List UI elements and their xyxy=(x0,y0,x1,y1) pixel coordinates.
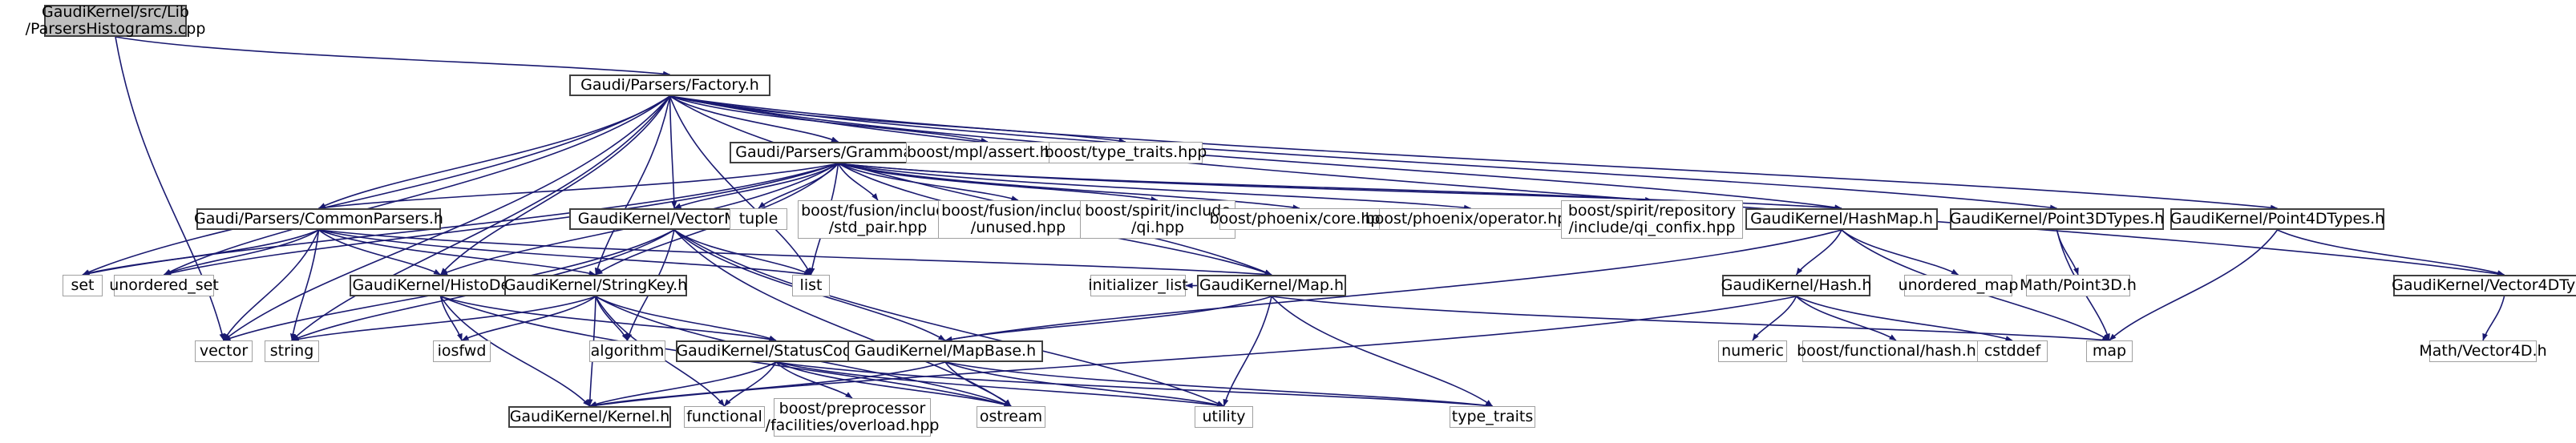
graph-edge-factory-to-vector4dtypes xyxy=(669,95,2505,277)
graph-node-list[interactable]: list xyxy=(792,275,830,296)
graph-edge-commonparsers-to-string xyxy=(289,229,320,341)
graph-node-cstddef[interactable]: cstddef xyxy=(1977,340,2048,362)
graph-node-phoenixoperator[interactable]: boost/phoenix/operator.hpp xyxy=(1365,208,1576,230)
graph-edge-factory-to-unordered_set xyxy=(164,95,670,276)
graph-edge-factory-to-mapheader xyxy=(669,95,1272,276)
graph-node-mathpoint3d[interactable]: Math/Point3D.h xyxy=(2020,275,2137,296)
graph-edge-factory-to-typetraitshpp xyxy=(669,95,1126,144)
graph-edge-factory-to-set xyxy=(82,95,670,276)
graph-node-set[interactable]: set xyxy=(63,275,103,296)
graph-node-hashmap[interactable]: GaudiKernel/HashMap.h xyxy=(1745,208,1938,230)
graph-edge-stringkey-to-algorithm xyxy=(595,296,629,341)
graph-edge-hashmap-to-unordered_map xyxy=(1841,229,1959,276)
graph-edge-commonparsers-to-histodef xyxy=(317,229,441,276)
graph-edge-mapheader-to-mapbase xyxy=(944,296,1272,342)
graph-edge-statuscode-to-overloadhpp xyxy=(775,361,853,399)
graph-edge-grammars-to-spiritqi xyxy=(838,163,1159,203)
graph-node-mapheader[interactable]: GaudiKernel/Map.h xyxy=(1197,275,1346,296)
graph-edge-factory-to-stringkey xyxy=(594,95,671,276)
graph-node-unordered_set[interactable]: unordered_set xyxy=(109,275,219,296)
graph-edge-commonparsers-to-list xyxy=(318,229,811,277)
graph-edge-vectormap-to-ostream xyxy=(673,229,1012,407)
graph-edge-stringkey-to-string xyxy=(291,296,596,342)
graph-edge-point4dtypes-to-vector4dtypes xyxy=(2277,229,2505,276)
graph-edge-hashheader-to-boostfuncthash xyxy=(1795,296,1897,341)
graph-node-tuple[interactable]: tuple xyxy=(730,208,787,230)
graph-edge-statuscode-to-kernelh xyxy=(589,361,777,407)
graph-edge-grammars-to-fusionstdpair xyxy=(837,163,879,201)
graph-node-mplassert[interactable]: boost/mpl/assert.hpp xyxy=(906,142,1070,163)
graph-node-mapstd[interactable]: map xyxy=(2086,340,2133,362)
graph-edge-root-to-factory xyxy=(115,36,670,77)
graph-edge-factory-to-commonparsers xyxy=(318,95,670,209)
graph-node-mathvector4d[interactable]: Math/Vector4D.h xyxy=(2419,340,2547,362)
graph-edge-stringkey-to-statuscode xyxy=(595,296,777,341)
graph-edge-hashheader-to-cstddef xyxy=(1796,296,2013,341)
graph-edge-mapbase-to-type_traits xyxy=(944,361,1493,409)
graph-node-iosfwd[interactable]: iosfwd xyxy=(433,340,491,362)
graph-edge-point3dtypes-to-mathpoint3d xyxy=(2056,229,2079,276)
graph-node-vector4dtypes[interactable]: GaudiKernel/Vector4DTypes.h xyxy=(2392,275,2576,296)
graph-edge-grammars-to-fusionunused xyxy=(838,163,1019,201)
graph-node-mapbase[interactable]: GaudiKernel/MapBase.h xyxy=(847,340,1043,362)
graph-node-point3dtypes[interactable]: GaudiKernel/Point3DTypes.h xyxy=(1950,208,2164,230)
graph-node-fusionunused[interactable]: boost/fusion/include /unused.hpp xyxy=(938,200,1098,239)
graph-edge-factory-to-mplassert xyxy=(669,95,989,143)
graph-node-algorithm[interactable]: algorithm xyxy=(589,340,665,362)
graph-node-fusionstdpair[interactable]: boost/fusion/include /std_pair.hpp xyxy=(798,200,958,239)
graph-node-phoenixcore[interactable]: boost/phoenix/core.hpp xyxy=(1210,208,1389,230)
graph-edge-grammars-to-commonparsers xyxy=(318,163,839,211)
graph-node-numeric[interactable]: numeric xyxy=(1718,340,1787,362)
graph-edge-vector4dtypes-to-mathvector4d xyxy=(2482,296,2505,341)
graph-node-typetraitshpp[interactable]: boost/type_traits.hpp xyxy=(1045,142,1207,163)
graph-edge-hashmap-to-mapbase xyxy=(944,229,1842,342)
graph-node-root[interactable]: GaudiKernel/src/Lib /ParsersHistograms.c… xyxy=(25,2,206,38)
graph-edge-histodef-to-iosfwd xyxy=(439,296,463,341)
graph-edge-hashmap-to-hashheader xyxy=(1795,229,1842,276)
graph-node-statuscode[interactable]: GaudiKernel/StatusCode.h xyxy=(676,340,876,362)
graph-edge-hashheader-to-numeric xyxy=(1752,296,1798,341)
graph-edge-commonparsers-to-set xyxy=(82,229,319,276)
graph-node-hashheader[interactable]: GaudiKernel/Hash.h xyxy=(1721,275,1871,296)
graph-node-string[interactable]: string xyxy=(265,340,319,362)
graph-edge-mapheader-to-type_traits xyxy=(1271,296,1493,407)
graph-edge-grammars-to-qiconfix xyxy=(838,163,1652,203)
graph-edge-mapbase-to-utility xyxy=(944,361,1224,408)
graph-edge-factory-to-list xyxy=(669,95,812,276)
graph-node-boostfuncthash[interactable]: boost/functional/hash.hpp xyxy=(1797,340,1996,362)
graph-edge-commonparsers-to-stringkey xyxy=(318,229,596,276)
graph-node-qiconfix[interactable]: boost/spirit/repository /include/qi_conf… xyxy=(1561,200,1743,239)
graph-node-functional[interactable]: functional xyxy=(684,406,765,428)
graph-node-overloadhpp[interactable]: boost/preprocessor /facilities/overload.… xyxy=(766,398,939,437)
graph-node-vector[interactable]: vector xyxy=(195,340,253,362)
graph-edge-stringkey-to-iosfwd xyxy=(461,296,596,341)
graph-node-initializer_list[interactable]: initializer_list xyxy=(1088,275,1188,296)
graph-node-utility[interactable]: utility xyxy=(1195,406,1253,428)
graph-edge-mapheader-to-utility xyxy=(1223,296,1272,407)
graph-node-factory[interactable]: Gaudi/Parsers/Factory.h xyxy=(569,75,770,96)
graph-edge-commonparsers-to-unordered_set xyxy=(164,229,319,276)
graph-node-kernelh[interactable]: GaudiKernel/Kernel.h xyxy=(508,406,671,428)
graph-edge-factory-to-grammars xyxy=(669,95,839,143)
graph-node-spiritqi[interactable]: boost/spirit/include /qi.hpp xyxy=(1080,200,1235,239)
graph-edge-mapbase-to-ostream xyxy=(944,361,1012,407)
graph-edge-vectormap-to-utility xyxy=(673,229,1224,407)
graph-node-commonparsers[interactable]: Gaudi/Parsers/CommonParsers.h xyxy=(194,208,443,230)
graph-node-stringkey[interactable]: GaudiKernel/StringKey.h xyxy=(504,275,687,296)
graph-edge-factory-to-histodef xyxy=(439,95,671,276)
graph-edge-histodef-to-statuscode xyxy=(440,296,777,342)
graph-edge-factory-to-vectormap xyxy=(669,95,677,209)
graph-node-ostream[interactable]: ostream xyxy=(977,406,1045,428)
graph-node-type_traits[interactable]: type_traits xyxy=(1450,406,1535,428)
graph-node-unordered_map[interactable]: unordered_map xyxy=(1899,275,2018,296)
graph-node-point4dtypes[interactable]: GaudiKernel/Point4DTypes.h xyxy=(2170,208,2384,230)
graph-edge-vectormap-to-list xyxy=(673,229,811,276)
graph-edge-commonparsers-to-vector xyxy=(223,229,320,341)
graph-node-grammars[interactable]: Gaudi/Parsers/Grammars.h xyxy=(730,142,947,163)
graph-edge-mapheader-to-mapstd xyxy=(1271,296,2110,343)
